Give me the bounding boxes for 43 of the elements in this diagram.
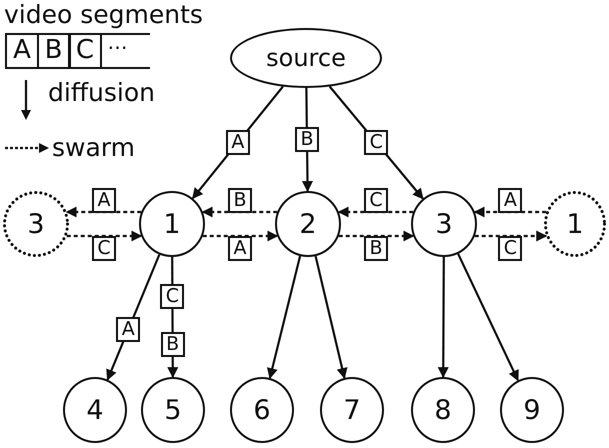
diffusion-arrow [438, 257, 449, 378]
node-label: 8 [434, 396, 452, 424]
segment-label: A [498, 188, 522, 212]
swarm-arrow [66, 230, 142, 242]
segment-label: A [228, 236, 252, 260]
node-label: 3 [27, 210, 45, 238]
ellipsis: ⋯ [100, 33, 150, 69]
segment-label: C [364, 130, 388, 156]
segment-label: A [116, 317, 140, 342]
segment-label: A [226, 130, 250, 155]
swarm-arrow [474, 230, 548, 242]
node-label: 1 [163, 210, 181, 238]
segment-cell: B [36, 33, 70, 69]
node-label: 2 [299, 210, 317, 238]
node-label: 7 [343, 396, 361, 424]
segment-label: B [294, 127, 319, 152]
node-label: 9 [523, 396, 541, 424]
segment-label: C [498, 236, 522, 260]
legend-heading: video segments [4, 0, 203, 30]
node-label: 3 [435, 210, 453, 238]
diffusion-arrow [457, 253, 519, 382]
segment-label: B [160, 332, 185, 358]
segment-cell: A [5, 33, 39, 69]
diffusion-arrow [266, 256, 302, 380]
segment-label: C [92, 236, 116, 260]
segment-label: B [364, 236, 388, 260]
legend-label: diffusion [48, 78, 155, 108]
remote-peer-circle [3, 191, 69, 257]
node-label: source [266, 46, 346, 70]
swarm-arrow [338, 230, 414, 242]
diffusion-arrow [314, 256, 348, 379]
node-label: 4 [86, 396, 104, 424]
segment-cell: C [68, 33, 102, 69]
swarm-arrow [202, 230, 278, 242]
legend-label: swarm [52, 133, 135, 163]
segment-label: C [364, 188, 388, 212]
segment-label: B [228, 188, 252, 212]
node-label: 5 [164, 396, 182, 424]
segment-label: A [92, 188, 116, 212]
node-label: 1 [566, 210, 584, 238]
node-label: 6 [253, 396, 271, 424]
segment-label: C [160, 284, 184, 310]
remote-peer-circle [544, 191, 606, 257]
